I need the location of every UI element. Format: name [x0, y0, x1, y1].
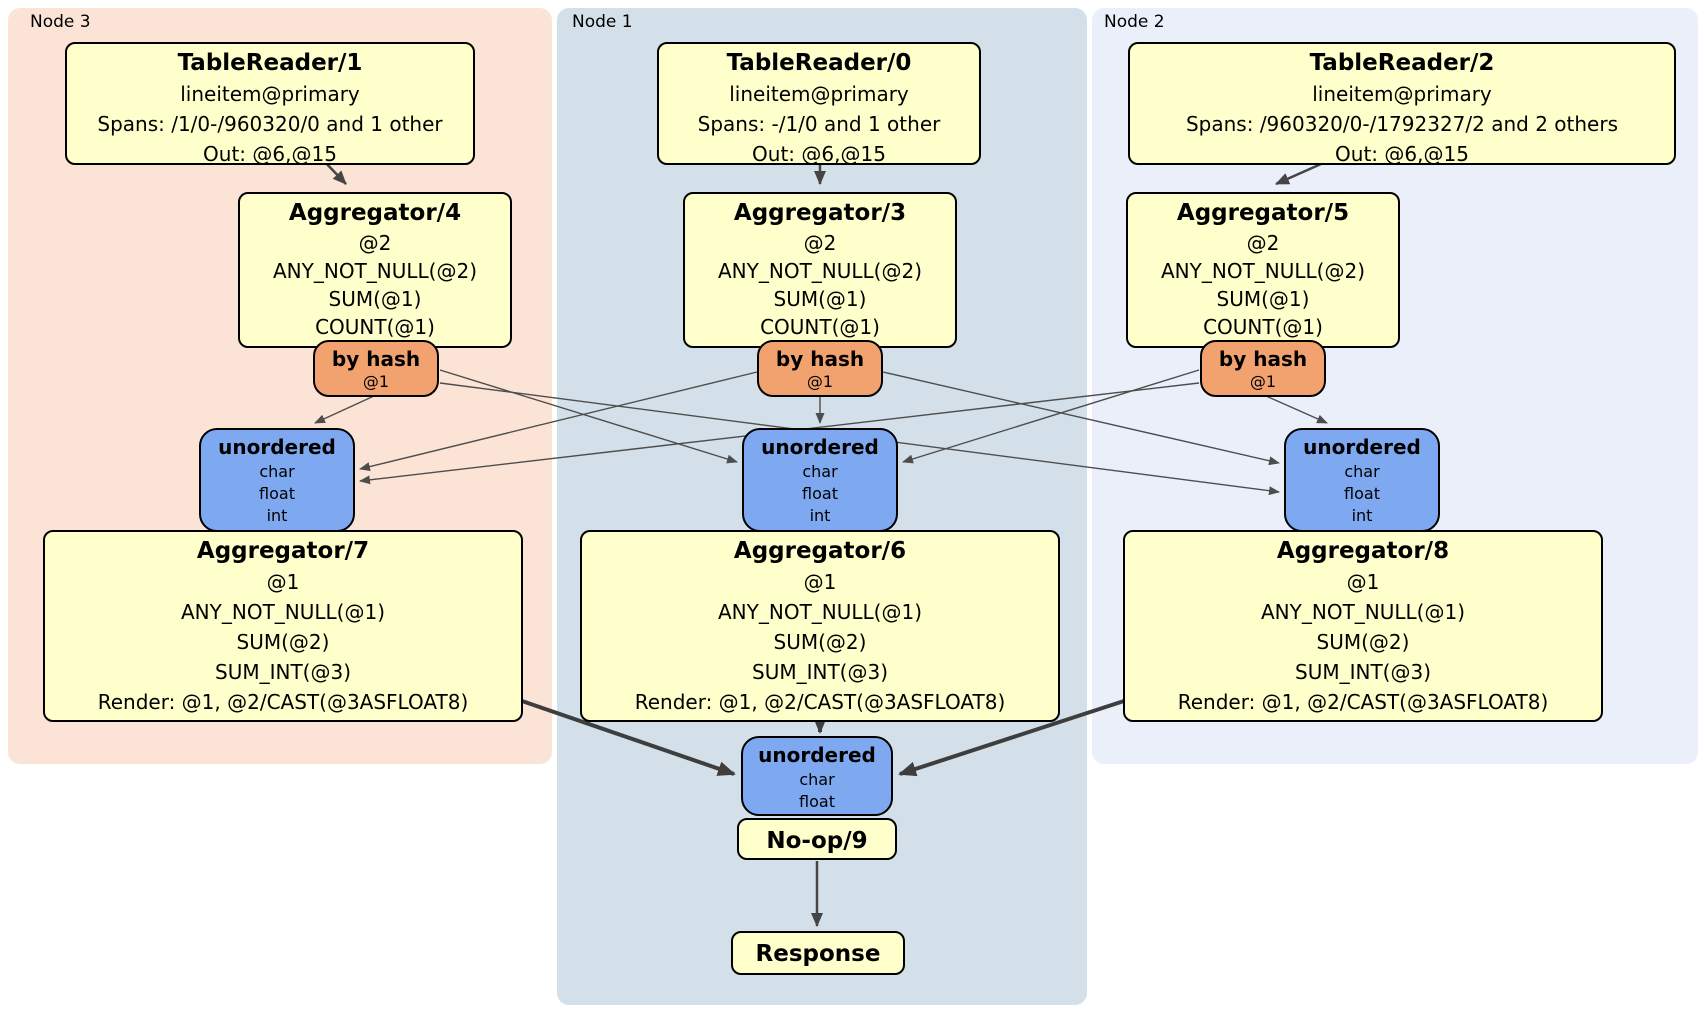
box-title: Aggregator/5	[1176, 200, 1350, 226]
router-line: @1	[362, 372, 390, 391]
edge-bh1-u2	[882, 371, 1280, 466]
aggregator-4-box: Aggregator/4 @2 ANY_NOT_NULL(@2) SUM(@1)…	[238, 192, 512, 348]
sync-line: float	[802, 484, 838, 503]
by-hash-router-node2: by hash @1	[1200, 340, 1326, 397]
box-line: @1	[1346, 570, 1380, 594]
box-line: lineitem@primary	[180, 82, 360, 106]
sync-line: int	[266, 506, 288, 525]
sync-line: float	[259, 484, 295, 503]
table-reader-1-box: TableReader/1 lineitem@primary Spans: /1…	[65, 42, 475, 166]
box-line: Out: @6,@15	[1335, 142, 1469, 166]
sync-title: unordered	[761, 435, 879, 459]
router-line: @1	[1249, 372, 1277, 391]
box-title: Aggregator/8	[1276, 538, 1450, 564]
sync-line: float	[1344, 484, 1380, 503]
aggregator-6-box: Aggregator/6 @1 ANY_NOT_NULL(@1) SUM(@2)…	[580, 530, 1060, 722]
box-line: SUM_INT(@3)	[752, 660, 888, 684]
edge-agg7-final	[521, 699, 736, 776]
box-line: ANY_NOT_NULL(@2)	[273, 259, 477, 283]
box-line: @2	[358, 231, 392, 255]
box-line: COUNT(@1)	[315, 315, 435, 339]
sync-title: unordered	[1303, 435, 1421, 459]
by-hash-router-node1: by hash @1	[757, 340, 883, 397]
box-title: Aggregator/3	[733, 200, 907, 226]
box-title: No-op/9	[766, 828, 868, 854]
box-line: lineitem@primary	[1312, 82, 1492, 106]
sync-title: unordered	[758, 743, 876, 767]
sync-line: char	[802, 462, 838, 481]
box-title: Aggregator/4	[288, 200, 462, 226]
box-line: @2	[1246, 231, 1280, 255]
box-line: SUM(@1)	[1216, 287, 1310, 311]
unordered-sync-node2: unordered char float int	[1284, 428, 1440, 532]
unordered-sync-final: unordered char float	[741, 736, 893, 816]
router-title: by hash	[331, 347, 421, 371]
node2-label: Node 2	[1104, 12, 1165, 32]
unordered-sync-node3: unordered char float int	[199, 428, 355, 532]
box-line: ANY_NOT_NULL(@1)	[181, 600, 385, 624]
aggregator-7-box: Aggregator/7 @1 ANY_NOT_NULL(@1) SUM(@2)…	[43, 530, 523, 722]
edge-bh1-u3	[359, 371, 758, 471]
box-line: SUM(@1)	[328, 287, 422, 311]
node3-label: Node 3	[30, 12, 91, 32]
box-line: Spans: -/1/0 and 1 other	[697, 112, 941, 136]
box-line: @1	[266, 570, 300, 594]
edge-bh3-u1	[439, 369, 738, 464]
box-line: SUM(@2)	[236, 630, 330, 654]
box-title: Aggregator/6	[733, 538, 907, 564]
box-line: Spans: /1/0-/960320/0 and 1 other	[97, 112, 443, 136]
sync-line: char	[259, 462, 295, 481]
box-title: Response	[755, 941, 881, 967]
sync-line: char	[799, 770, 835, 789]
box-line: @1	[803, 570, 837, 594]
aggregator-5-box: Aggregator/5 @2 ANY_NOT_NULL(@2) SUM(@1)…	[1126, 192, 1400, 348]
node1-label: Node 1	[572, 12, 633, 32]
box-line: SUM_INT(@3)	[1295, 660, 1431, 684]
box-title: TableReader/0	[726, 50, 912, 76]
box-line: SUM_INT(@3)	[215, 660, 351, 684]
box-line: ANY_NOT_NULL(@2)	[1161, 259, 1365, 283]
router-title: by hash	[1218, 347, 1308, 371]
edge-bh2-u1	[902, 369, 1200, 464]
table-reader-2-box: TableReader/2 lineitem@primary Spans: /9…	[1128, 42, 1676, 166]
box-line: Spans: /960320/0-/1792327/2 and 2 others	[1185, 112, 1618, 136]
box-line: ANY_NOT_NULL(@2)	[718, 259, 922, 283]
box-line: Out: @6,@15	[752, 142, 886, 166]
box-title: TableReader/1	[177, 50, 363, 76]
box-line: lineitem@primary	[729, 82, 909, 106]
box-line: @2	[803, 231, 837, 255]
table-reader-0-box: TableReader/0 lineitem@primary Spans: -/…	[657, 42, 981, 166]
box-line: ANY_NOT_NULL(@1)	[718, 600, 922, 624]
box-line: SUM(@2)	[773, 630, 867, 654]
sync-line: char	[1344, 462, 1380, 481]
box-line: COUNT(@1)	[760, 315, 880, 339]
by-hash-router-node3: by hash @1	[313, 340, 439, 397]
box-line: ANY_NOT_NULL(@1)	[1261, 600, 1465, 624]
noop-box: No-op/9	[737, 818, 897, 860]
box-line: SUM(@1)	[773, 287, 867, 311]
edge-bh2-u2	[1265, 395, 1328, 424]
box-line: Render: @1, @2/CAST(@3ASFLOAT8)	[97, 690, 469, 714]
box-title: Aggregator/7	[196, 538, 370, 564]
box-title: TableReader/2	[1309, 50, 1495, 76]
box-line: Render: @1, @2/CAST(@3ASFLOAT8)	[634, 690, 1006, 714]
box-line: Out: @6,@15	[203, 142, 337, 166]
aggregator-3-box: Aggregator/3 @2 ANY_NOT_NULL(@2) SUM(@1)…	[683, 192, 957, 348]
sync-line: int	[1351, 506, 1373, 525]
sync-line: float	[799, 792, 835, 811]
box-line: COUNT(@1)	[1203, 315, 1323, 339]
response-box: Response	[731, 931, 905, 975]
router-line: @1	[806, 372, 834, 391]
box-line: SUM(@2)	[1316, 630, 1410, 654]
aggregator-8-box: Aggregator/8 @1 ANY_NOT_NULL(@1) SUM(@2)…	[1123, 530, 1603, 722]
edge-agg8-final	[898, 699, 1125, 777]
sync-line: int	[809, 506, 831, 525]
box-line: Render: @1, @2/CAST(@3ASFLOAT8)	[1177, 690, 1549, 714]
sync-title: unordered	[218, 435, 336, 459]
edge-bh3-u3	[314, 395, 375, 424]
router-title: by hash	[775, 347, 865, 371]
unordered-sync-node1: unordered char float int	[742, 428, 898, 532]
